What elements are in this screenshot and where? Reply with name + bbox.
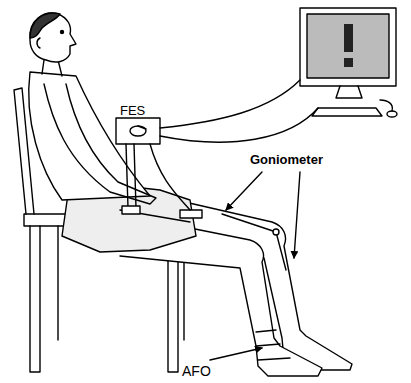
leader-arrow	[294, 172, 300, 258]
label-holder: AFO	[182, 362, 211, 380]
part-label: FES	[120, 103, 145, 118]
part-label: Goniometer	[250, 152, 323, 167]
label-holder: FES	[120, 101, 145, 119]
fes-device	[116, 118, 160, 144]
part-label: AFO	[182, 363, 211, 379]
wires	[122, 80, 318, 218]
leader-arrow	[226, 172, 262, 210]
person	[29, 13, 352, 376]
leader-arrow	[210, 348, 262, 360]
computer	[300, 8, 397, 117]
goniometer	[222, 214, 286, 270]
label-holder: Goniometer	[250, 150, 323, 168]
